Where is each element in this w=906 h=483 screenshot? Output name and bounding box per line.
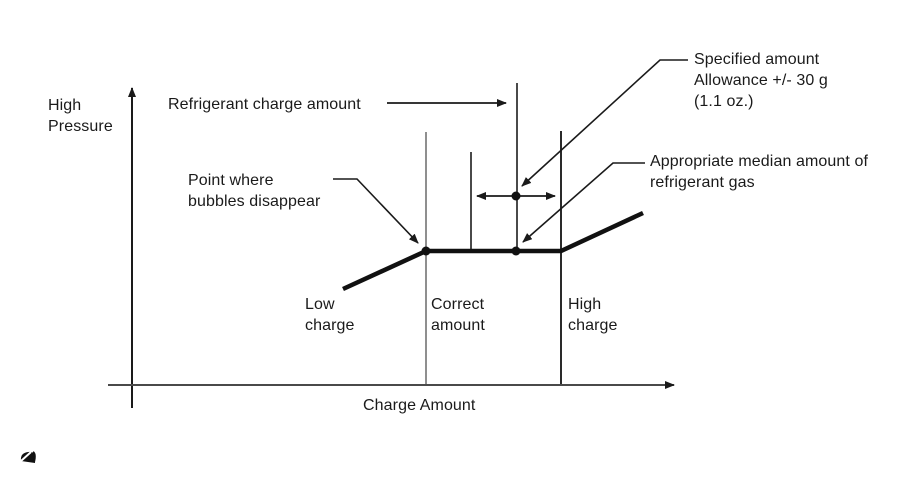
bubbles-point-leader-arrow (333, 178, 419, 244)
specified-amount-leader-arrow (521, 59, 688, 187)
zone-low-charge-label: Low charge (305, 296, 355, 334)
median-allowance-point-dot (511, 191, 521, 201)
zone-correct-amount-label: Correct amount (431, 296, 485, 334)
pressure-curve (342, 210, 644, 292)
refrigerant-charge-amount-label: Refrigerant charge amount (168, 96, 361, 113)
bubbles-point-label: Point where bubbles disappear (188, 172, 321, 210)
median-amount-leader-arrow (522, 162, 645, 243)
median-amount-label: Appropriate median amount of refrigerant… (650, 153, 869, 191)
zone-high-charge-label: High charge (568, 296, 618, 334)
x-axis-label: Charge Amount (363, 397, 476, 414)
bubbles-disappear-point-dot (421, 246, 431, 256)
median-curve-point-dot (511, 246, 521, 256)
specified-amount-label: Specified amount Allowance +/- 30 g (1.1… (694, 51, 828, 110)
y-axis-label: High Pressure (48, 97, 113, 135)
corner-glyph-icon (20, 451, 36, 463)
